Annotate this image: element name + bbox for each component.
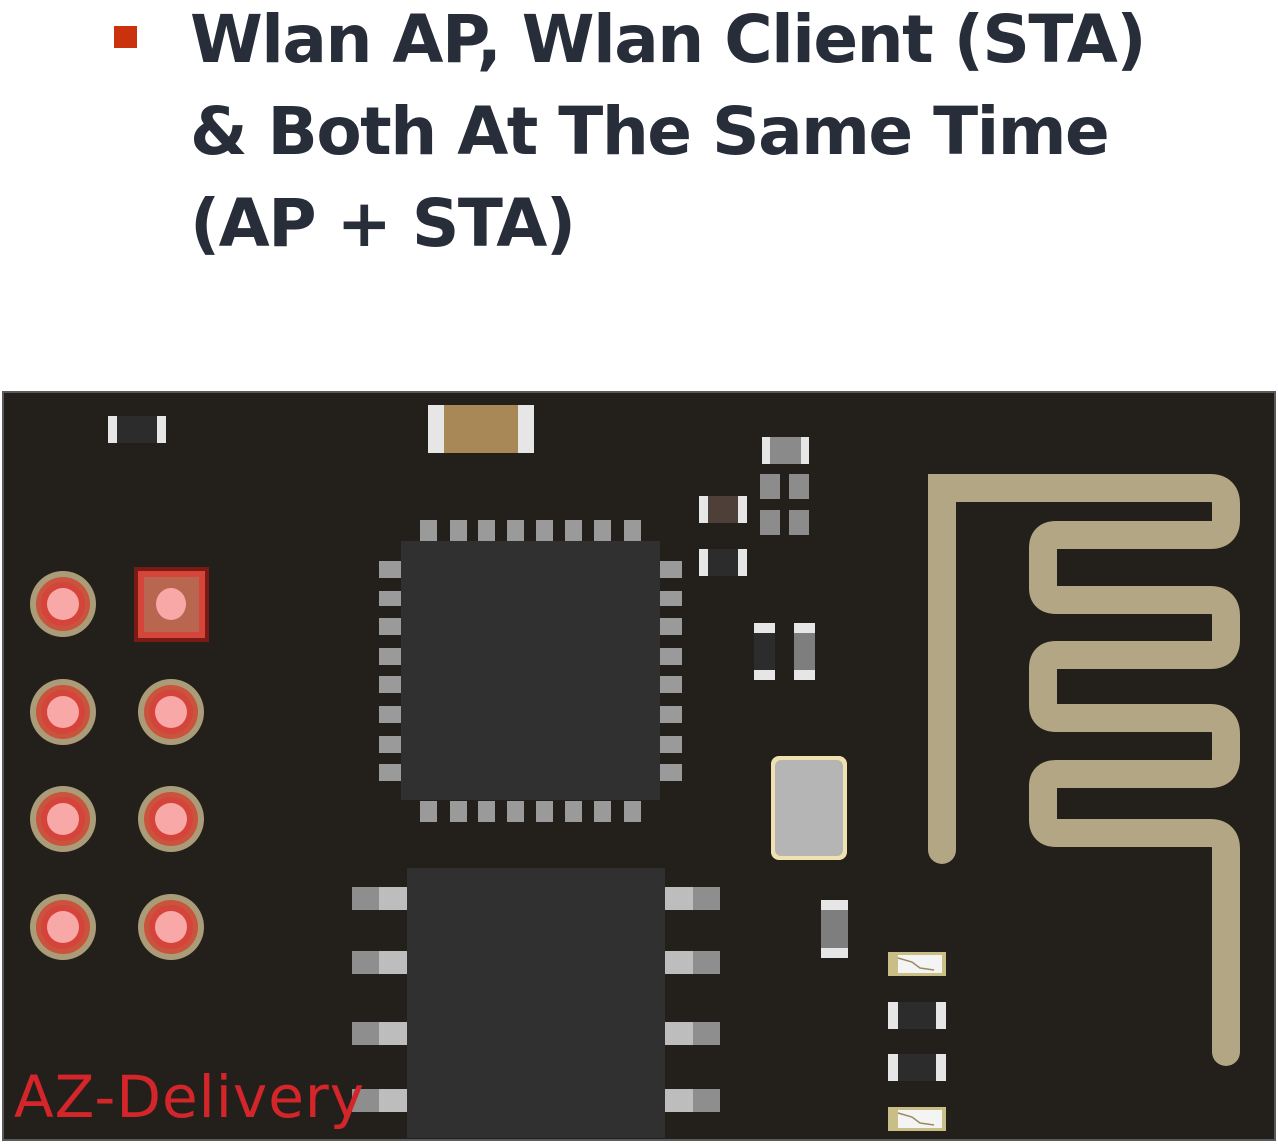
header-pin-round bbox=[30, 679, 96, 745]
header-pin-round bbox=[138, 679, 204, 745]
capacitor-top bbox=[428, 405, 534, 453]
pcb-antenna-trace bbox=[928, 474, 1240, 1066]
header-pin-round bbox=[138, 894, 204, 960]
brand-logo: AZ-Delivery bbox=[14, 1063, 365, 1131]
pcb-svg: AZ-Delivery bbox=[2, 391, 1276, 1141]
crystal-oscillator bbox=[771, 756, 847, 860]
capacitor-vertical-dark bbox=[754, 623, 775, 680]
pin-header bbox=[30, 567, 209, 960]
header-pin-round bbox=[138, 786, 204, 852]
mcu-pads-bottom bbox=[420, 801, 641, 822]
esp01-board-illustration: AZ-Delivery bbox=[0, 388, 1278, 1144]
feature-line-2: & Both At The Same Time bbox=[190, 93, 1110, 170]
header-pin-1-square bbox=[134, 567, 209, 642]
mcu-pads-right bbox=[660, 561, 682, 781]
resistor-brown bbox=[699, 496, 747, 523]
feature-heading: Wlan AP, Wlan Client (STA) & Both At The… bbox=[190, 0, 1147, 270]
header-pin-round bbox=[30, 571, 96, 637]
led-status bbox=[888, 1107, 946, 1131]
header-pin-round bbox=[30, 786, 96, 852]
flash-chip-soic8 bbox=[352, 868, 720, 1138]
feature-line-3: (AP + STA) bbox=[190, 185, 576, 262]
flash-pads-right bbox=[665, 887, 720, 1112]
resistor-led-1 bbox=[888, 1002, 946, 1029]
pad-grid-2x2 bbox=[760, 474, 809, 535]
resistor-led-2 bbox=[888, 1054, 946, 1081]
resistor-dark bbox=[699, 549, 747, 576]
mcu-pads-left bbox=[379, 561, 401, 781]
capacitor-vertical-bottom bbox=[821, 900, 848, 958]
bullet-square-icon bbox=[114, 26, 137, 48]
header-pin-round bbox=[30, 894, 96, 960]
mcu-pads-top bbox=[420, 520, 641, 541]
flash-pads-left bbox=[352, 887, 407, 1112]
resistor-grey-top bbox=[762, 437, 809, 464]
capacitor-vertical-grey bbox=[794, 623, 815, 680]
feature-bullet-block: Wlan AP, Wlan Client (STA) & Both At The… bbox=[0, 0, 1278, 262]
led-power bbox=[888, 952, 946, 976]
resistor-top-left bbox=[108, 416, 166, 443]
feature-line-1: Wlan AP, Wlan Client (STA) bbox=[190, 1, 1147, 78]
mcu-chip-qfn bbox=[379, 520, 682, 822]
